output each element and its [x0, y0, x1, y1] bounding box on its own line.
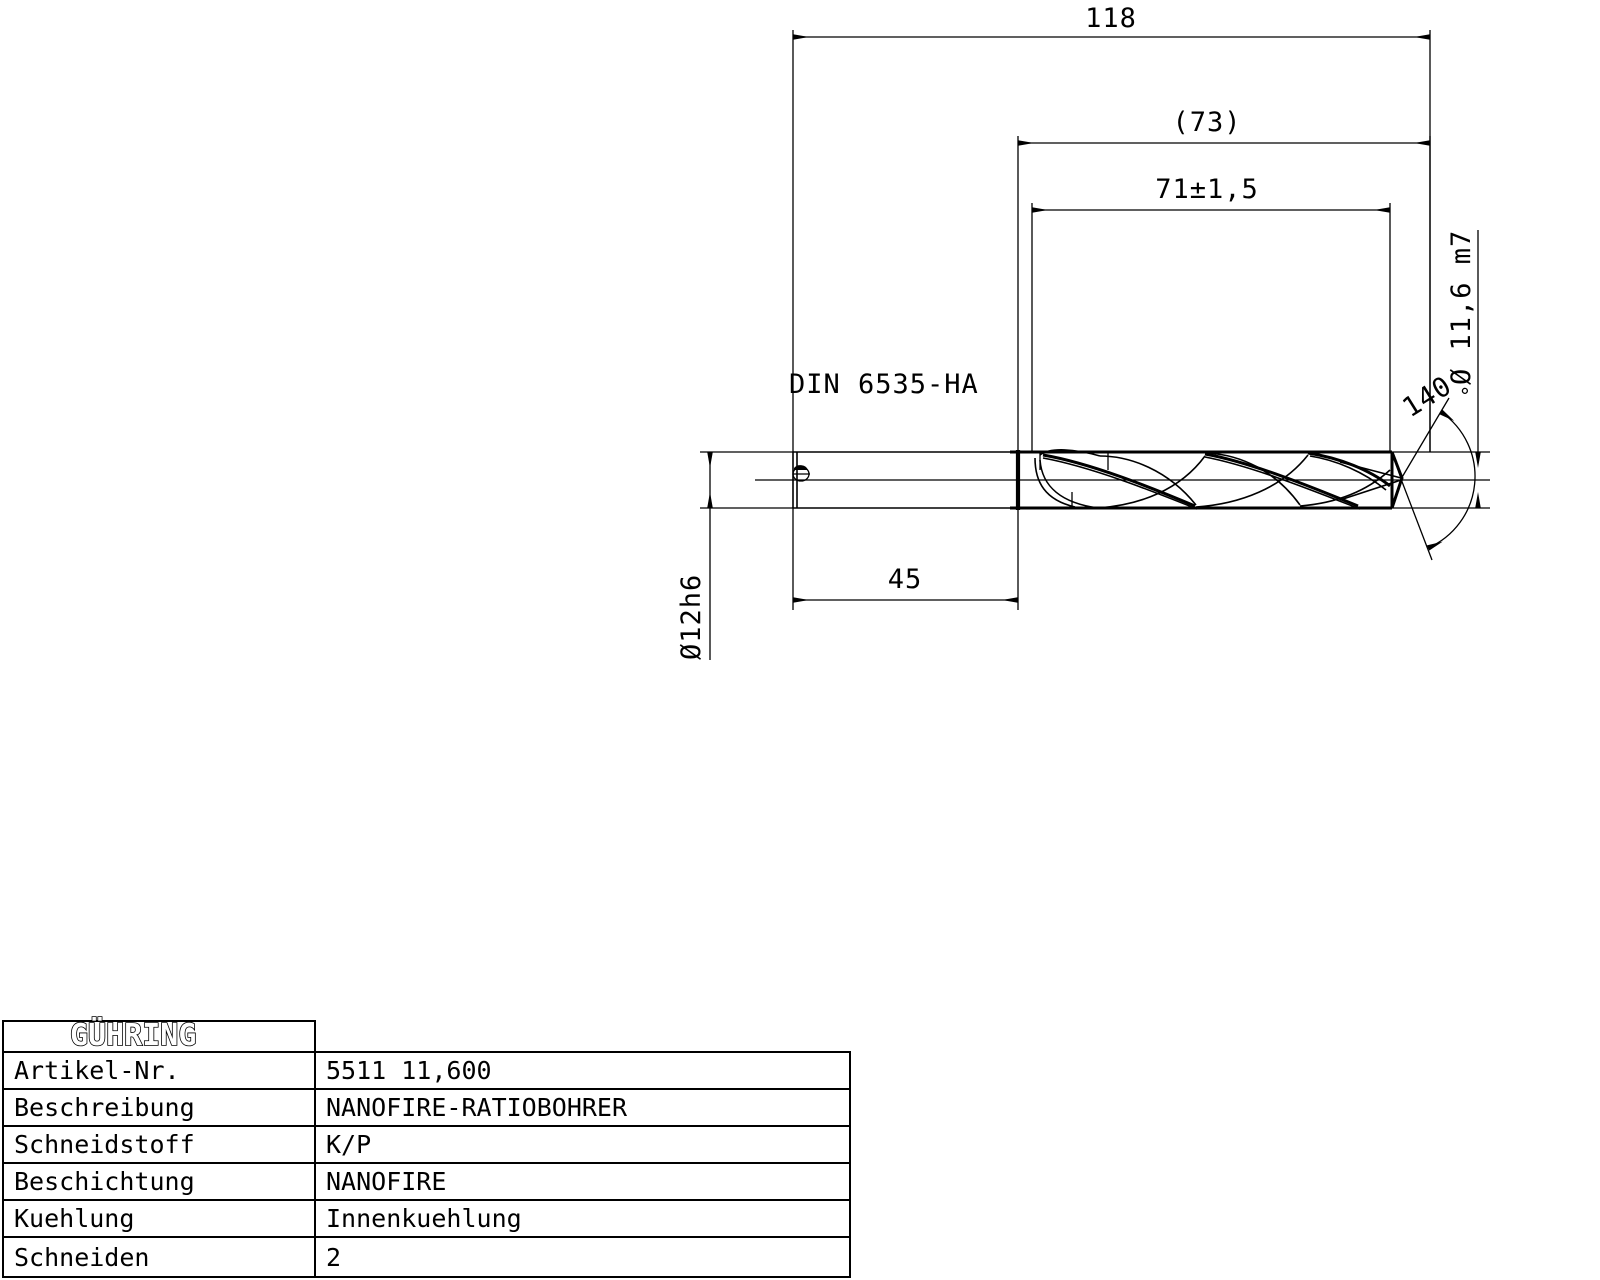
- table-cell-value: NANOFIRE: [326, 1167, 446, 1196]
- table-cell-value: 5511 11,600: [326, 1056, 492, 1085]
- dimension-reference-73: (73): [1017, 107, 1431, 452]
- dim-label-45: 45: [888, 564, 923, 595]
- table-cell-value: NANOFIRE-RATIOBOHRER: [326, 1093, 628, 1122]
- dim-label-shank-diameter: Ø12h6: [676, 574, 707, 660]
- table-cell-label: Beschichtung: [14, 1167, 195, 1196]
- table-cell-label: Schneiden: [14, 1243, 149, 1272]
- dimension-flute-length: 71±1,5: [1031, 174, 1391, 452]
- dim-label-118: 118: [1085, 3, 1137, 34]
- din-standard-label: DIN 6535-HA: [789, 369, 979, 400]
- table-row: [2, 1236, 851, 1278]
- table-cell-value: 2: [326, 1243, 341, 1272]
- table-cell-label: Beschreibung: [14, 1093, 195, 1122]
- dimension-cutting-diameter: Ø 11,6 m7: [1446, 230, 1477, 385]
- dim-label-73: (73): [1172, 107, 1241, 138]
- guhring-logo: GÜHRING: [70, 1016, 196, 1053]
- dim-label-71: 71±1,5: [1155, 174, 1259, 205]
- dimension-shank-length: 45: [792, 508, 1019, 610]
- dimension-overall-length: 118: [792, 3, 1431, 452]
- table-cell-label: Kuehlung: [14, 1204, 134, 1233]
- title-block: GÜHRING Artikel-Nr. Beschreibung Schneid…: [2, 1015, 851, 1278]
- tip-diameter-extension: [1392, 230, 1490, 509]
- dimension-shank-diameter: Ø12h6: [676, 451, 793, 660]
- dim-label-cutting-diameter: Ø 11,6 m7: [1446, 230, 1477, 385]
- table-cell-label: Schneidstoff: [14, 1130, 195, 1159]
- table-cell-value: Innenkuehlung: [326, 1204, 522, 1233]
- shank-body: [792, 451, 1018, 509]
- table-cell-value: K/P: [326, 1130, 371, 1159]
- dimension-point-angle: 140 °: [1397, 370, 1480, 561]
- table-cell-label: Artikel-Nr.: [14, 1056, 180, 1085]
- flute-body-outline: [1032, 450, 1392, 510]
